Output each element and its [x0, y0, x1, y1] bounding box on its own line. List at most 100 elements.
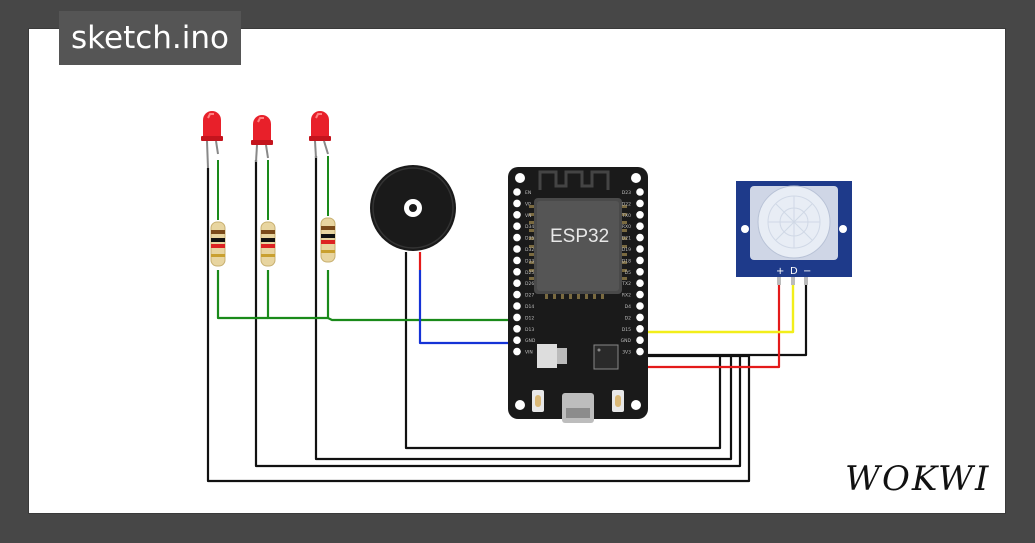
right-pin-rx0[interactable] — [636, 222, 644, 230]
led-1[interactable] — [201, 111, 223, 169]
wire-led3-cathode[interactable] — [314, 156, 733, 461]
left-pin-label: D35 — [525, 236, 534, 242]
left-pin-label: D12 — [525, 315, 534, 321]
boot-button[interactable] — [532, 390, 544, 412]
pir-pin-minus: − — [803, 266, 811, 277]
voltage-regulator — [537, 344, 557, 368]
antenna-trace — [538, 170, 610, 190]
right-pin-label: D19 — [622, 247, 631, 253]
left-pin-label: D34 — [525, 224, 534, 230]
left-pin-label: D13 — [525, 327, 534, 333]
wire-led1-signal[interactable] — [216, 270, 268, 320]
left-pin-d26[interactable] — [513, 279, 521, 288]
right-pin-d22[interactable] — [636, 199, 644, 208]
left-pin-label: D25 — [525, 270, 534, 276]
wires — [206, 156, 808, 483]
right-pin-d18[interactable] — [636, 256, 644, 265]
left-pin-d27[interactable] — [513, 290, 521, 299]
left-pin-label: D14 — [525, 304, 534, 310]
right-pin-d19[interactable] — [636, 245, 644, 253]
right-pin-label: D22 — [622, 201, 631, 207]
left-pin-label: D26 — [525, 281, 534, 287]
right-pin-d15[interactable] — [636, 325, 644, 333]
buzzer[interactable] — [370, 165, 456, 251]
led-3[interactable] — [309, 111, 331, 159]
right-pin-label: RX0 — [622, 224, 631, 230]
file-name: sketch.ino — [71, 20, 229, 56]
right-pin-label: D4 — [625, 304, 631, 310]
wire-pir-data[interactable] — [640, 280, 795, 334]
left-pin-en[interactable] — [513, 188, 521, 196]
resistor-2[interactable] — [260, 221, 276, 267]
wire-buzzer-gnd[interactable] — [404, 252, 722, 450]
right-pin-d5[interactable] — [636, 268, 644, 276]
left-pin-d33[interactable] — [513, 256, 521, 265]
wire-led3-signal[interactable] — [326, 270, 514, 322]
pir-motion-sensor[interactable]: + D − — [736, 181, 852, 285]
right-pin-label: TX0 — [621, 213, 631, 219]
module-pads — [529, 205, 627, 299]
reset-button[interactable] — [612, 390, 624, 412]
right-pin-rx2[interactable] — [636, 290, 644, 299]
wire-pir-vcc[interactable] — [640, 280, 781, 369]
wire-led2-cathode[interactable] — [254, 160, 742, 468]
right-pin-d2[interactable] — [636, 313, 644, 322]
left-pin-d35[interactable] — [513, 233, 521, 242]
left-pin-vin[interactable] — [513, 347, 521, 356]
mount-hole — [515, 173, 525, 183]
resistor-1[interactable] — [210, 221, 226, 267]
right-pin-d4[interactable] — [636, 302, 644, 310]
wire-buzzer-signal[interactable] — [418, 270, 514, 345]
lens-facets — [767, 195, 821, 249]
usb-port[interactable] — [562, 393, 594, 423]
left-pin-vp[interactable] — [513, 199, 521, 208]
mount-hole — [631, 173, 641, 183]
right-pin-d21[interactable] — [636, 233, 644, 242]
left-pin-d14[interactable] — [513, 302, 521, 310]
right-pin-3v3[interactable] — [636, 347, 644, 356]
pir-pin-plus: + — [776, 266, 784, 277]
right-pin-tx0[interactable] — [636, 211, 644, 219]
wokwi-logo: WOKWI — [845, 459, 990, 499]
left-pin-label: VIN — [525, 350, 533, 356]
esp32-board[interactable]: ESP32 ENVPVND34D35D32D33D25D26D27D14D12D… — [508, 167, 648, 423]
file-tab[interactable]: sketch.ino — [59, 11, 241, 65]
right-pin-label: D21 — [622, 236, 631, 242]
left-pin-vn[interactable] — [513, 211, 521, 219]
right-pin-label: GND — [621, 338, 632, 344]
left-pin-d34[interactable] — [513, 222, 521, 230]
right-pin-label: RX2 — [622, 293, 631, 299]
left-pin-d25[interactable] — [513, 268, 521, 276]
right-pin-label: TX2 — [621, 281, 631, 287]
wire-pir-gnd[interactable] — [642, 280, 808, 357]
right-pin-d23[interactable] — [636, 188, 644, 196]
left-pin-label: D27 — [525, 293, 534, 299]
right-pin-label: D15 — [622, 327, 631, 333]
left-pin-d32[interactable] — [513, 245, 521, 253]
wire-led2-signal[interactable] — [266, 270, 328, 320]
right-pin-gnd[interactable] — [636, 336, 644, 345]
left-pin-d12[interactable] — [513, 313, 521, 322]
right-pin-label: D18 — [622, 258, 631, 264]
right-pin-tx2[interactable] — [636, 279, 644, 288]
left-pin-label: VP — [525, 201, 531, 207]
chip-label: ESP32 — [550, 226, 609, 247]
resistor-3[interactable] — [320, 217, 336, 263]
right-pin-header: D23D22TX0RX0D21D19D18D5TX2RX2D4D2D15GND3… — [621, 188, 644, 356]
wire-led1-cathode[interactable] — [206, 168, 751, 483]
right-pin-label: D23 — [622, 190, 631, 196]
pir-pin-data: D — [790, 266, 798, 277]
left-pin-gnd[interactable] — [513, 336, 521, 345]
left-pin-label: D32 — [525, 247, 534, 253]
left-pin-label: D33 — [525, 258, 534, 264]
left-pin-d13[interactable] — [513, 325, 521, 333]
right-pin-label: 3V3 — [622, 350, 631, 356]
usb-uart-chip — [593, 344, 619, 370]
left-pin-header: ENVPVND34D35D32D33D25D26D27D14D12D13GNDV… — [513, 188, 536, 356]
left-pin-label: EN — [525, 190, 531, 196]
led-2[interactable] — [251, 115, 273, 163]
mount-hole — [631, 400, 641, 410]
left-pin-label: VN — [525, 213, 531, 219]
right-pin-label: D5 — [625, 270, 631, 276]
